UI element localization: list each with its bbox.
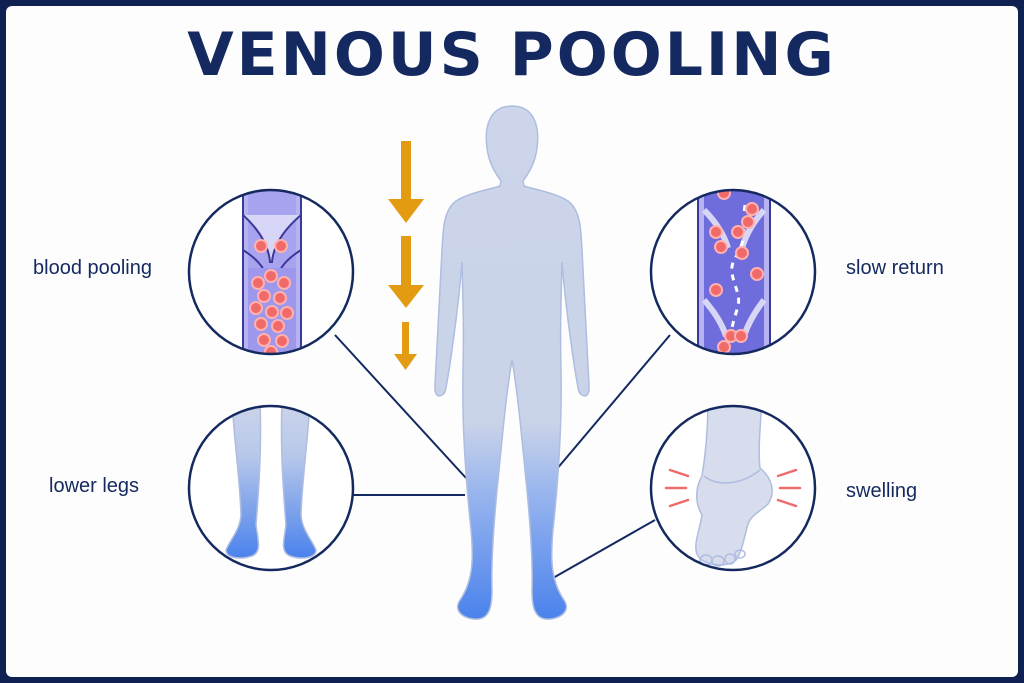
magnifier-swelling: [649, 404, 817, 572]
label-lower-legs: lower legs: [49, 475, 140, 497]
human-figure-icon: [434, 105, 590, 620]
red-blood-cell-icon: [249, 239, 294, 354]
magnifier-blood-pooling: [187, 188, 355, 356]
label-slow-return: slow return: [846, 257, 944, 279]
label-blood-pooling: blood pooling: [33, 257, 152, 279]
magnifier-slow-return: [649, 188, 817, 356]
label-swelling: swelling: [846, 480, 918, 502]
connector-lines: [334, 334, 671, 579]
swelling-mark-icon: [664, 468, 802, 508]
magnifier-lower-legs: [187, 404, 355, 572]
gravity-arrow-icon: [388, 141, 424, 370]
page-title: VENOUS POOLING: [187, 20, 837, 90]
